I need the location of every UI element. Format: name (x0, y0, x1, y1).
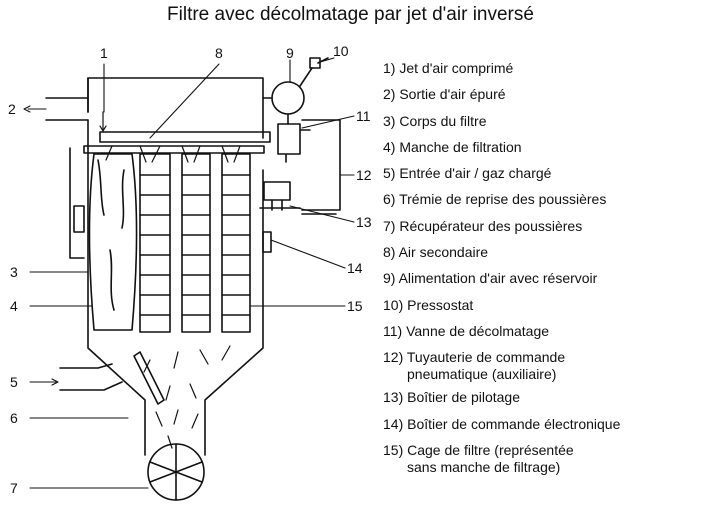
filter-body-outline (87, 77, 264, 456)
pressure-switch (309, 57, 329, 69)
callout-1: 1 (100, 45, 108, 61)
legend-item: 8) Air secondaire (383, 244, 489, 261)
callout-15: 15 (347, 298, 363, 314)
callout-6: 6 (10, 410, 18, 426)
legend-list: 1) Jet d'air comprimé 2) Sortie d'air ép… (383, 60, 620, 485)
blow-pipe (99, 131, 271, 143)
filter-bag (88, 153, 138, 331)
legend-item: 10) Pressostat (383, 296, 474, 313)
legend-item: 3) Corps du filtre (383, 112, 487, 129)
legend-item: 11) Vanne de décolmatage (383, 322, 550, 339)
air-reservoir (271, 81, 305, 115)
legend-item: 14) Boîtier de commande électronique (383, 415, 621, 432)
legend-item: 5) Entrée d'air / gaz chargé (383, 165, 552, 182)
pilot-box (263, 181, 291, 201)
electronic-box (262, 231, 272, 253)
legend-item: 2) Sortie d'air épuré (383, 86, 506, 103)
outer-frame-left (69, 147, 85, 259)
filter-cages (139, 153, 251, 333)
outlet-duct (45, 97, 89, 121)
legend-item: 7) Récupérateur des poussières (383, 217, 583, 234)
callout-10: 10 (333, 43, 349, 59)
legend-item: 1) Jet d'air comprimé (383, 60, 514, 76)
cleaning-valve (277, 123, 311, 163)
callout-4: 4 (10, 298, 18, 314)
callout-5: 5 (10, 374, 18, 390)
callout-8: 8 (215, 45, 223, 61)
callout-9: 9 (286, 45, 294, 61)
callout-12: 12 (356, 167, 372, 183)
callout-7: 7 (10, 480, 18, 496)
legend-item: 9) Alimentation d'air avec réservoir (383, 270, 598, 287)
control-piping (301, 119, 341, 215)
callout-3: 3 (10, 264, 18, 280)
leader-lines (23, 57, 355, 489)
tube-sheet (83, 145, 265, 154)
diagram-title: Filtre avec décolmatage par jet d'air in… (167, 4, 534, 25)
legend-item: 13) Boîtier de pilotage (383, 389, 520, 406)
inlet-duct (59, 363, 123, 391)
control-box-left (73, 205, 85, 233)
callout-2: 2 (8, 101, 16, 117)
inspection-rod (133, 351, 165, 405)
callout-13: 13 (356, 214, 372, 230)
legend-item: 6) Trémie de reprise des poussières (383, 191, 607, 208)
callout-14: 14 (347, 260, 363, 276)
air-jet-arrows (99, 111, 241, 449)
callout-11: 11 (356, 108, 371, 124)
legend-item: 4) Manche de filtration (383, 138, 522, 155)
